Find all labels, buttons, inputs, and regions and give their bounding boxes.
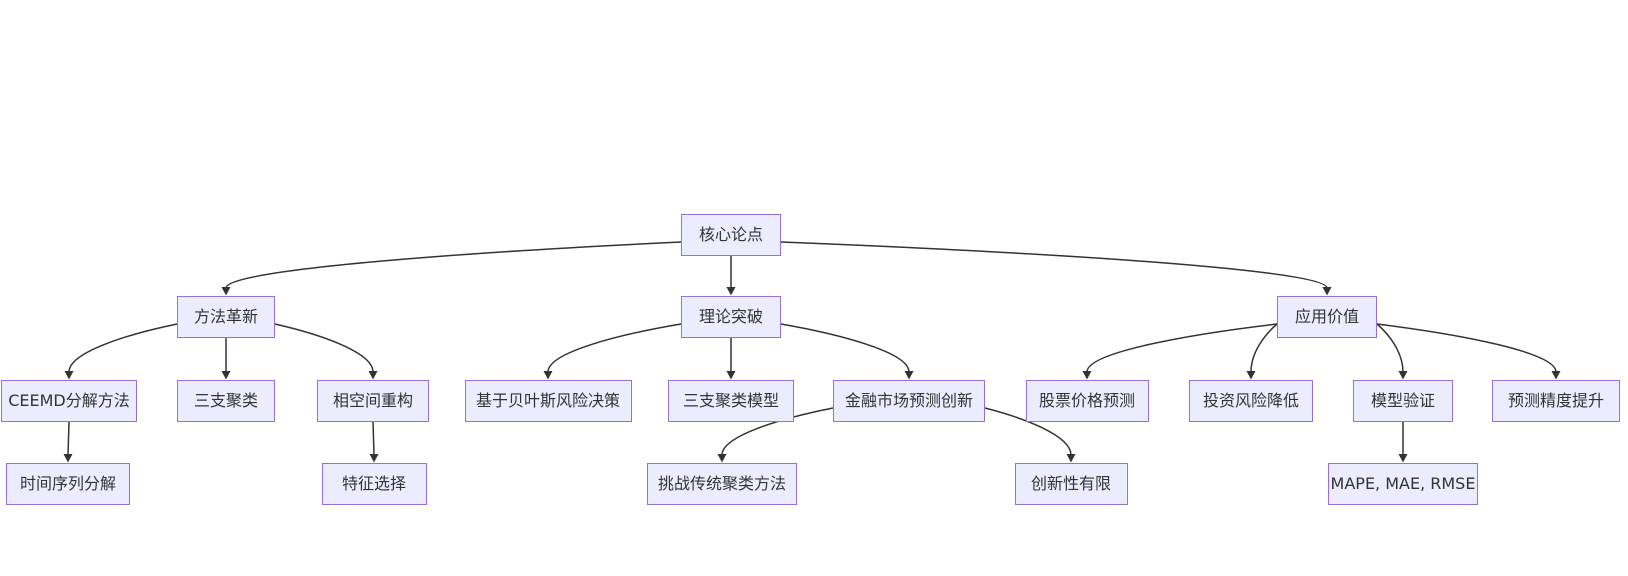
- flow-edge-ceemd-timeseries: [67, 421, 70, 456]
- arrowhead-icon: [1322, 287, 1332, 296]
- flow-node-label: 三支聚类模型: [682, 391, 779, 410]
- flow-node-timeseries: 时间序列分解: [6, 463, 130, 505]
- flow-node-core: 核心论点: [681, 214, 781, 256]
- arrowhead-icon: [543, 371, 553, 380]
- flow-node-ceemd: CEEMD分解方法: [1, 380, 137, 422]
- flow-edge-phase-feature: [372, 421, 375, 456]
- flow-node-label: 预测精度提升: [1507, 391, 1604, 410]
- flow-node-metrics: MAPE, MAE, RMSE: [1328, 463, 1478, 505]
- flow-edge-theory-bayes: [547, 323, 682, 373]
- flow-node-accuracy: 预测精度提升: [1492, 380, 1620, 422]
- flow-node-label: 金融市场预测创新: [844, 391, 973, 410]
- flow-node-label: 特征选择: [341, 474, 406, 493]
- arrowhead-icon: [1066, 454, 1076, 463]
- arrowhead-icon: [726, 371, 736, 380]
- flow-node-limited: 创新性有限: [1014, 463, 1128, 505]
- flow-node-application: 应用价值: [1277, 296, 1377, 338]
- flow-node-label: 应用价值: [1294, 307, 1359, 326]
- flow-node-label: 时间序列分解: [19, 474, 116, 493]
- arrowhead-icon: [1398, 454, 1408, 463]
- flow-node-label: 三支聚类: [193, 391, 258, 410]
- flow-edge-method-phase: [274, 323, 374, 373]
- flow-node-challenge: 挑战传统聚类方法: [647, 463, 797, 505]
- arrowhead-icon: [369, 454, 379, 463]
- flow-edge-application-risk: [1250, 323, 1278, 373]
- flow-node-label: 创新性有限: [1030, 474, 1111, 493]
- flow-node-phase: 相空间重构: [317, 380, 429, 422]
- arrowhead-icon: [64, 371, 74, 380]
- flow-node-label: 方法革新: [193, 307, 258, 326]
- flow-node-twmodel: 三支聚类模型: [668, 380, 794, 422]
- arrowhead-icon: [63, 454, 73, 463]
- flow-node-risk: 投资风险降低: [1189, 380, 1313, 422]
- flow-node-label: 核心论点: [698, 225, 763, 244]
- arrowhead-icon: [221, 287, 231, 296]
- flow-node-label: CEEMD分解方法: [8, 391, 130, 410]
- flow-node-feature: 特征选择: [321, 463, 427, 505]
- arrowhead-icon: [1551, 371, 1561, 380]
- arrowhead-icon: [221, 371, 231, 380]
- flow-node-label: 股票价格预测: [1038, 391, 1135, 410]
- flow-edge-theory-finance: [780, 323, 910, 373]
- flow-node-bayes: 基于贝叶斯风险决策: [464, 380, 632, 422]
- flow-node-label: MAPE, MAE, RMSE: [1330, 474, 1476, 493]
- arrowhead-icon: [717, 454, 727, 463]
- flow-node-label: 挑战传统聚类方法: [657, 474, 786, 493]
- flow-node-label: 模型验证: [1370, 391, 1435, 410]
- flow-node-label: 相空间重构: [332, 391, 413, 410]
- flow-node-threeway: 三支聚类: [177, 380, 275, 422]
- arrowhead-icon: [726, 287, 736, 296]
- flow-edge-application-stock: [1086, 323, 1278, 373]
- flow-node-stock: 股票价格预测: [1025, 380, 1149, 422]
- arrowhead-icon: [368, 371, 378, 380]
- flow-node-theory: 理论突破: [681, 296, 781, 338]
- flow-edge-finance-limited: [984, 407, 1072, 456]
- flow-node-label: 基于贝叶斯风险决策: [475, 391, 620, 410]
- flow-node-method: 方法革新: [177, 296, 275, 338]
- flow-node-label: 理论突破: [698, 307, 763, 326]
- flow-node-label: 投资风险降低: [1202, 391, 1299, 410]
- flow-edge-application-validate: [1376, 323, 1404, 373]
- arrowhead-icon: [1246, 371, 1256, 380]
- flow-edge-finance-challenge: [721, 407, 834, 456]
- arrowhead-icon: [1398, 371, 1408, 380]
- flow-edge-application-accuracy: [1376, 323, 1557, 373]
- arrowhead-icon: [904, 371, 914, 380]
- arrowhead-icon: [1082, 371, 1092, 380]
- flow-edge-core-method: [225, 241, 682, 289]
- flow-node-validate: 模型验证: [1353, 380, 1453, 422]
- flow-node-finance: 金融市场预测创新: [833, 380, 985, 422]
- flow-edge-core-application: [780, 241, 1328, 289]
- flow-edge-method-ceemd: [68, 323, 178, 373]
